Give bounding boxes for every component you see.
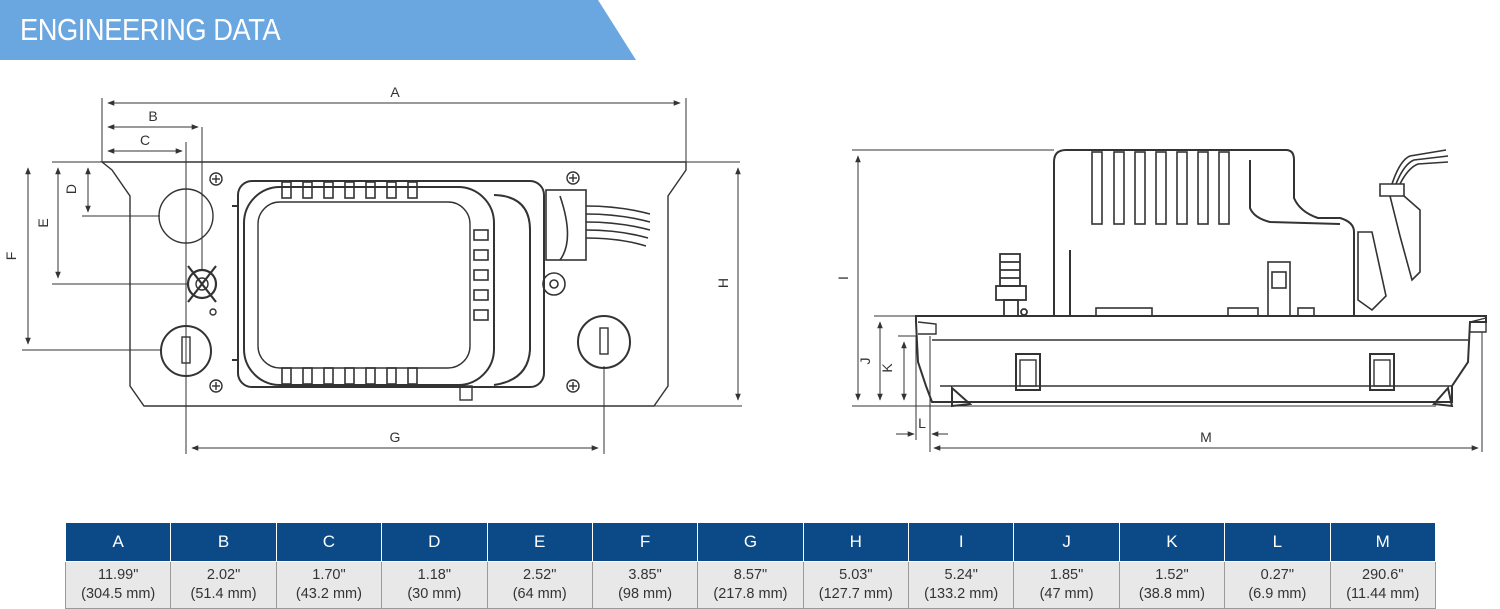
dim-label-l: L — [918, 415, 926, 431]
dim-label-a: A — [390, 84, 400, 100]
table-header-cell: F — [591, 522, 699, 562]
mount-screw-top-left — [209, 172, 223, 186]
dim-label-m: M — [1200, 429, 1212, 445]
table-cell-i: 5.24" (133.2 mm) — [907, 561, 1015, 609]
value-inches: 8.57" — [733, 567, 768, 583]
pump-body-top — [232, 180, 545, 388]
value-inches: 1.85" — [1049, 567, 1084, 583]
table-cell-c: 1.70" (43.2 mm) — [275, 561, 383, 609]
value-inches: 2.52" — [523, 567, 557, 583]
table-cell-e: 2.52" (64 mm) — [486, 561, 593, 609]
dimensions-table: A B C D E F G H I J K L M 11.99" (304.5 m… — [64, 522, 1436, 609]
top-view-dimensions — [22, 98, 742, 454]
inlet-plug-right — [577, 315, 631, 369]
value-inches: 1.52" — [1155, 567, 1189, 583]
dim-label-k: K — [879, 363, 895, 373]
dim-label-c: C — [140, 132, 150, 148]
banner-shape — [0, 0, 636, 60]
value-metric: (304.5 mm) — [81, 586, 156, 602]
table-header-cell: C — [275, 522, 383, 562]
clip-right — [1369, 353, 1395, 391]
foot-left — [951, 385, 973, 408]
value-metric: (217.8 mm) — [713, 586, 788, 602]
table-cell-d: 1.18" (30 mm) — [381, 561, 488, 609]
table-header-row: A B C D E F G H I J K L M — [64, 522, 1436, 562]
table-header-cell: G — [697, 522, 804, 562]
top-view — [100, 161, 740, 407]
table-header-cell: K — [1118, 522, 1226, 562]
foot-right — [1431, 385, 1454, 408]
value-metric: (6.9 mm) — [1248, 586, 1307, 602]
motor-housing — [1053, 149, 1355, 316]
discharge-nozzle — [995, 253, 1028, 317]
table-cell-m: 290.6" (11.44 mm) — [1329, 561, 1436, 609]
dim-label-j: J — [857, 358, 873, 365]
discharge-fitting — [186, 265, 218, 316]
power-cord-connector — [542, 189, 651, 296]
value-metric: (64 mm) — [512, 586, 567, 602]
value-inches: 3.85" — [628, 567, 662, 583]
mount-screw-bottom-left — [209, 379, 223, 393]
table-header-cell: B — [170, 522, 277, 562]
value-metric: (38.8 mm) — [1138, 586, 1205, 602]
side-view-dimensions — [852, 149, 1483, 452]
value-inches: 5.24" — [944, 567, 978, 583]
table-header-cell: J — [1013, 522, 1120, 562]
dim-label-i: I — [835, 276, 851, 280]
value-metric: (51.4 mm) — [190, 586, 257, 602]
dim-label-f: F — [3, 252, 19, 261]
dim-label-h: H — [715, 278, 731, 288]
value-metric: (43.2 mm) — [295, 586, 362, 602]
dim-label-g: G — [390, 429, 401, 445]
value-inches: 2.02" — [206, 567, 241, 583]
value-inches: 1.70" — [312, 567, 346, 583]
table-cell-g: 8.57" (217.8 mm) — [697, 561, 804, 609]
table-cell-b: 2.02" (51.4 mm) — [170, 561, 277, 609]
table-header-cell: I — [907, 522, 1015, 562]
table-cell-j: 1.85" (47 mm) — [1013, 561, 1120, 609]
table-cell-l: 0.27" (6.9 mm) — [1224, 561, 1331, 609]
value-metric: (47 mm) — [1039, 586, 1094, 602]
table-header-cell: L — [1224, 522, 1331, 562]
housing-vents — [1091, 151, 1230, 225]
float-switch — [1095, 261, 1315, 317]
side-view — [915, 149, 1487, 408]
clip-left — [1015, 353, 1041, 391]
section-banner: ENGINEERING DATA — [0, 0, 640, 60]
table-header-cell: H — [802, 522, 910, 562]
drain-tab — [459, 385, 473, 401]
value-metric: (30 mm) — [407, 586, 462, 602]
table-header-cell: D — [381, 522, 488, 562]
value-inches: 290.6" — [1362, 567, 1404, 583]
table-cell-h: 5.03" (127.7 mm) — [802, 561, 910, 609]
power-cord-side — [1357, 149, 1449, 312]
dim-label-e: E — [35, 218, 51, 227]
table-row: 11.99" (304.5 mm) 2.02" (51.4 mm) 1.70" (43… — [64, 561, 1436, 609]
banner-title: ENGINEERING DATA — [20, 12, 281, 47]
value-metric: (127.7 mm) — [818, 586, 893, 602]
value-inches: 1.18" — [417, 567, 451, 583]
dim-label-b: B — [148, 108, 157, 124]
table-cell-a: 11.99" (304.5 mm) — [64, 561, 172, 609]
mount-screw-bottom-right — [566, 379, 580, 393]
value-metric: (11.44 mm) — [1346, 586, 1420, 602]
vent-slots — [281, 181, 489, 385]
table-cell-f: 3.85" (98 mm) — [591, 561, 699, 609]
table-header-cell: A — [64, 522, 172, 562]
mount-screw-top-right — [566, 171, 580, 185]
value-inches: 11.99" — [98, 567, 139, 583]
table-header-cell: M — [1329, 522, 1436, 562]
table-cell-k: 1.52" (38.8 mm) — [1118, 561, 1226, 609]
dim-label-d: D — [63, 184, 79, 194]
engineering-drawing: A B C D E F G H — [3, 84, 1487, 454]
table-header-cell: E — [486, 522, 593, 562]
value-metric: (98 mm) — [618, 586, 673, 602]
value-metric: (133.2 mm) — [924, 586, 999, 602]
value-inches: 0.27" — [1260, 567, 1294, 583]
value-inches: 5.03" — [839, 567, 873, 583]
